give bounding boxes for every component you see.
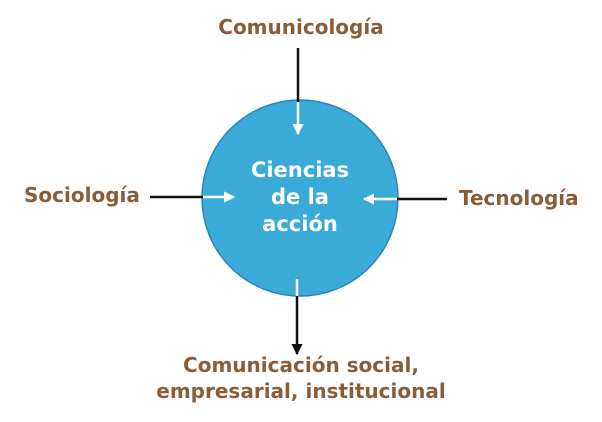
label-tecnologia: Tecnología [459, 186, 579, 210]
label-sociologia: Sociología [24, 183, 140, 207]
label-comunicacion: Comunicación social, empresarial, instit… [0, 352, 602, 404]
label-comunicologia: Comunicología [218, 15, 384, 39]
center-label-line3: acción [262, 212, 338, 236]
label-comunicacion-line2: empresarial, institucional [156, 379, 446, 403]
center-label-line1: Ciencias [250, 158, 350, 182]
center-label-line2: de la [271, 185, 329, 209]
center-label: Ciencias de la acción [202, 157, 398, 238]
label-comunicacion-line1: Comunicación social, [183, 353, 419, 377]
